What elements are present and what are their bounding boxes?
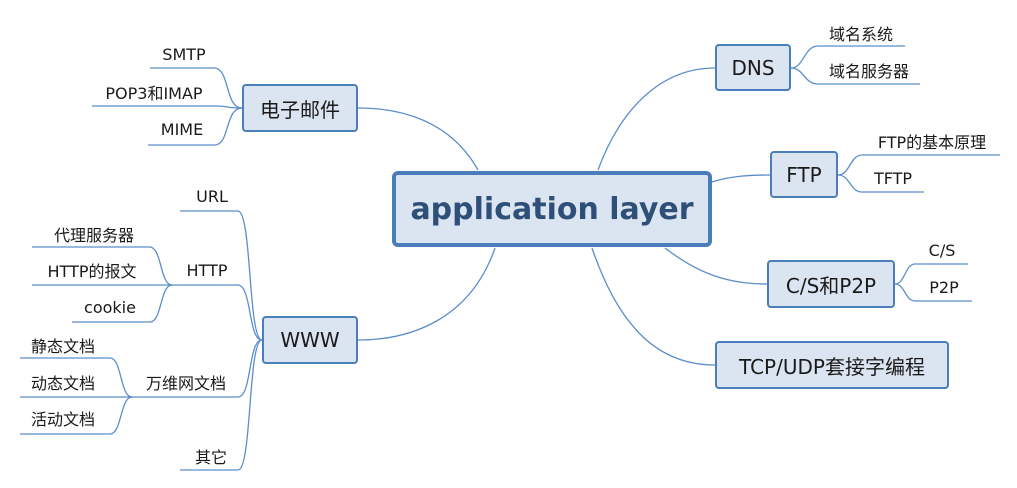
branch-email[interactable]: 电子邮件 [242, 84, 358, 132]
subbranch-http[interactable]: HTTP [174, 258, 240, 282]
branch-socket-programming-label: TCP/UDP套接字编程 [739, 354, 925, 379]
branch-email-label: 电子邮件 [260, 97, 340, 122]
edge-http-cookie [72, 284, 173, 323]
edge-email-smtp [150, 67, 243, 109]
edge-center-cs [664, 247, 768, 285]
leaf-domain-system-label: 域名系统 [828, 25, 893, 44]
edge-dns-system [790, 45, 905, 69]
edge-email-mime [148, 107, 243, 146]
edge-cs-p2p [894, 283, 972, 302]
edge-center-socket [591, 247, 716, 366]
subbranch-web-docs[interactable]: 万维网文档 [132, 370, 240, 394]
leaf-mime-label: MIME [160, 119, 204, 139]
branch-dns-label: DNS [731, 55, 775, 80]
leaf-pop3-imap[interactable]: POP3和IMAP [94, 80, 214, 104]
edge-dns-server [790, 67, 920, 85]
leaf-static-doc[interactable]: 静态文档 [22, 333, 104, 357]
leaf-url[interactable]: URL [183, 184, 241, 208]
branch-ftp-label: FTP [786, 162, 822, 187]
leaf-tftp[interactable]: TFTP [862, 166, 924, 190]
edge-center-email [357, 107, 479, 171]
subbranch-web-docs-label: 万维网文档 [145, 374, 226, 393]
edge-www-http [170, 284, 263, 341]
leaf-proxy-server-label: 代理服务器 [53, 226, 134, 245]
branch-socket-programming[interactable]: TCP/UDP套接字编程 [715, 341, 949, 389]
edge-center-dns [597, 67, 716, 171]
leaf-cookie-label: cookie [84, 297, 136, 317]
leaf-domain-system[interactable]: 域名系统 [818, 21, 904, 45]
leaf-active-doc-label: 活动文档 [30, 410, 95, 429]
edge-email-pop3 [92, 105, 243, 109]
leaf-ftp-principle[interactable]: FTP的基本原理 [866, 129, 998, 153]
edge-cs-cs [894, 263, 968, 285]
branch-cs-p2p[interactable]: C/S和P2P [767, 260, 895, 308]
leaf-cs[interactable]: C/S [918, 238, 966, 262]
leaf-other-label: 其它 [194, 448, 227, 467]
leaf-dynamic-doc-label: 动态文档 [30, 374, 95, 393]
center-label: application layer [410, 191, 694, 227]
leaf-smtp[interactable]: SMTP [152, 42, 216, 66]
branch-cs-p2p-label: C/S和P2P [785, 273, 877, 298]
leaf-url-label: URL [196, 186, 228, 206]
edge-www-url [180, 210, 263, 341]
leaf-domain-server-label: 域名服务器 [828, 62, 909, 81]
leaf-pop3-imap-label: POP3和IMAP [105, 84, 203, 103]
leaf-http-message[interactable]: HTTP的报文 [34, 258, 150, 282]
branch-www-label: WWW [280, 328, 340, 352]
edge-ftp-principle [837, 154, 1000, 176]
edge-center-ftp [711, 174, 771, 183]
leaf-static-doc-label: 静态文档 [30, 337, 95, 356]
leaf-p2p[interactable]: P2P [918, 275, 970, 299]
leaf-smtp-label: SMTP [162, 44, 206, 64]
leaf-http-message-label: HTTP的报文 [47, 262, 137, 281]
leaf-p2p-label: P2P [929, 277, 959, 297]
center-node[interactable]: application layer [392, 171, 712, 247]
edge-center-www [357, 247, 496, 341]
leaf-cookie[interactable]: cookie [76, 295, 144, 319]
edge-docs-active [20, 396, 133, 435]
edge-http-proxy [32, 246, 173, 286]
edge-ftp-tftp [837, 174, 924, 193]
leaf-mime[interactable]: MIME [150, 117, 214, 141]
leaf-active-doc[interactable]: 活动文档 [22, 406, 104, 430]
leaf-ftp-principle-label: FTP的基本原理 [877, 133, 987, 152]
edge-www-other [180, 339, 263, 471]
leaf-other[interactable]: 其它 [183, 444, 239, 468]
leaf-dynamic-doc[interactable]: 动态文档 [22, 370, 104, 394]
leaf-domain-server[interactable]: 域名服务器 [818, 58, 920, 82]
branch-www[interactable]: WWW [262, 316, 358, 364]
leaf-tftp-label: TFTP [873, 168, 913, 188]
leaf-cs-label: C/S [928, 240, 956, 260]
branch-ftp[interactable]: FTP [770, 151, 838, 198]
branch-dns[interactable]: DNS [715, 44, 791, 91]
edge-www-docs [130, 339, 263, 398]
edge-docs-static [20, 357, 133, 398]
subbranch-http-label: HTTP [186, 260, 228, 280]
leaf-proxy-server[interactable]: 代理服务器 [36, 222, 152, 246]
